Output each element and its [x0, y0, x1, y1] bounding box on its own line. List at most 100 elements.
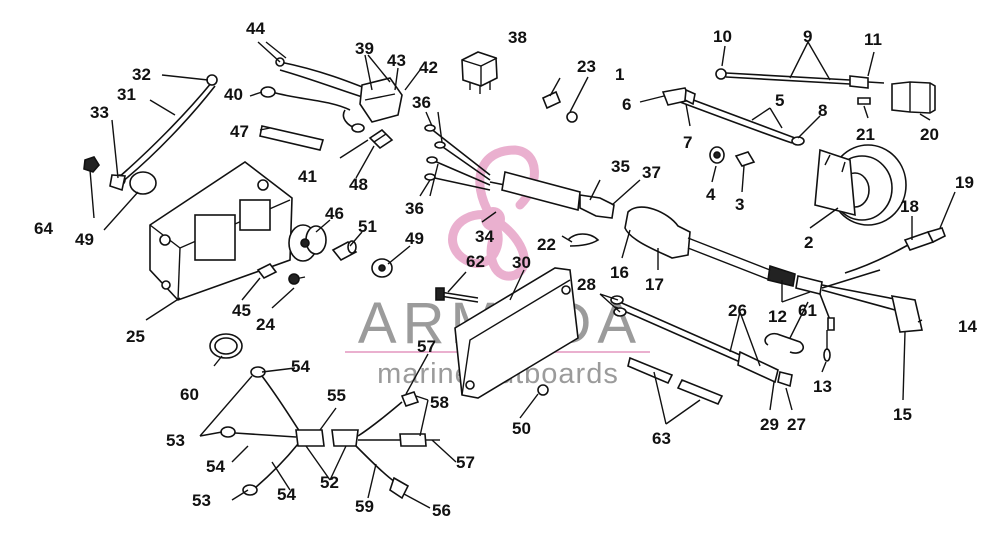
callout-39: 39 [355, 39, 374, 58]
callout-55: 55 [327, 386, 346, 405]
callout-45: 45 [232, 301, 251, 320]
callout-62: 62 [466, 252, 485, 271]
callout-49b: 49 [405, 229, 424, 248]
callout-31: 31 [117, 85, 136, 104]
callout-3: 3 [735, 195, 744, 214]
callout-15: 15 [893, 405, 912, 424]
callout-53b: 53 [192, 491, 211, 510]
callout-44: 44 [246, 19, 265, 38]
part-31-ground-strap [109, 74, 218, 192]
callout-57b: 57 [456, 453, 475, 472]
part-5-lead-wire [661, 87, 805, 146]
callout-58: 58 [430, 393, 449, 412]
callout-49: 49 [75, 230, 94, 249]
part-49-washer-2 [371, 258, 393, 278]
callout-35: 35 [611, 157, 630, 176]
callout-50: 50 [512, 419, 531, 438]
part-45-clip [256, 262, 278, 280]
part-46-grommet [288, 224, 327, 262]
part-49-washer [129, 171, 157, 195]
callout-56: 56 [432, 501, 451, 520]
callout-1: 1 [615, 65, 624, 84]
callout-21: 21 [856, 125, 875, 144]
callout-20: 20 [920, 125, 939, 144]
callout-33: 33 [90, 103, 109, 122]
part-60-hose-clamp [209, 333, 243, 359]
callout-28: 28 [577, 275, 596, 294]
callout-18: 18 [900, 197, 919, 216]
callout-32: 32 [132, 65, 151, 84]
callout-64: 64 [34, 219, 53, 238]
callout-26: 26 [728, 301, 747, 320]
part-20-boot [891, 81, 936, 114]
part-50-screw [537, 384, 549, 396]
callout-34: 34 [475, 227, 494, 246]
callout-60: 60 [180, 385, 199, 404]
part-47-sleeve [259, 125, 325, 151]
callout-42: 42 [419, 58, 438, 77]
callout-25: 25 [126, 327, 145, 346]
part-38-relay [461, 51, 498, 94]
callout-38: 38 [508, 28, 527, 47]
part-26-lead [610, 295, 793, 388]
callout-5: 5 [775, 91, 784, 110]
callout-40: 40 [224, 85, 243, 104]
callout-41: 41 [298, 167, 317, 186]
callout-8: 8 [818, 101, 827, 120]
part-64-nut [83, 156, 100, 173]
callout-59: 59 [355, 497, 374, 516]
callout-6: 6 [622, 95, 631, 114]
callout-7: 7 [683, 133, 692, 152]
callout-10: 10 [713, 27, 732, 46]
callout-22: 22 [537, 235, 556, 254]
callout-37: 37 [642, 163, 661, 182]
callout-9: 9 [803, 27, 812, 46]
callout-52: 52 [320, 473, 339, 492]
callout-36b: 36 [405, 199, 424, 218]
callout-2: 2 [804, 233, 813, 252]
callout-13: 13 [813, 377, 832, 396]
callout-30: 30 [512, 253, 531, 272]
part-14-connector-wires [819, 269, 923, 362]
callout-61: 61 [798, 301, 817, 320]
part-51-spacer [331, 240, 358, 262]
callout-47: 47 [230, 122, 249, 141]
part-48-connector [368, 128, 394, 150]
callout-12: 12 [768, 307, 787, 326]
callout-57: 57 [417, 337, 436, 356]
part-1-screw [566, 111, 578, 123]
part-61-clip [764, 332, 805, 354]
part-44-39-harness [260, 57, 403, 133]
callout-54b: 54 [206, 457, 225, 476]
callout-24: 24 [256, 315, 275, 334]
part-54-55-battery-cable [220, 366, 440, 500]
part-4-socket [709, 146, 725, 164]
callout-23: 23 [577, 57, 596, 76]
parts-artwork [83, 51, 947, 500]
callout-43: 43 [387, 51, 406, 70]
part-2-gauge [814, 144, 907, 226]
callout-4: 4 [706, 185, 716, 204]
callout-53: 53 [166, 431, 185, 450]
callout-29: 29 [760, 415, 779, 434]
part-36-harness-wires [424, 124, 615, 219]
leader-lines [89, 41, 956, 509]
part-18-19-terminals [844, 227, 947, 274]
callout-46: 46 [325, 204, 344, 223]
callout-48: 48 [349, 175, 368, 194]
callout-numbers: 1 2 3 4 5 6 7 8 9 10 11 12 13 14 15 16 1… [34, 19, 977, 520]
callout-11: 11 [864, 30, 882, 49]
part-22-clip [567, 233, 600, 247]
callout-51: 51 [358, 217, 377, 236]
callout-27: 27 [787, 415, 806, 434]
part-63-sleeves [627, 356, 724, 406]
callout-17: 17 [645, 275, 664, 294]
part-30-cover-plate [454, 267, 579, 399]
part-21-pin [857, 97, 871, 105]
part-3-bulb [734, 151, 756, 167]
part-9-lead [715, 68, 885, 89]
callout-63: 63 [652, 429, 671, 448]
callout-14: 14 [958, 317, 977, 336]
